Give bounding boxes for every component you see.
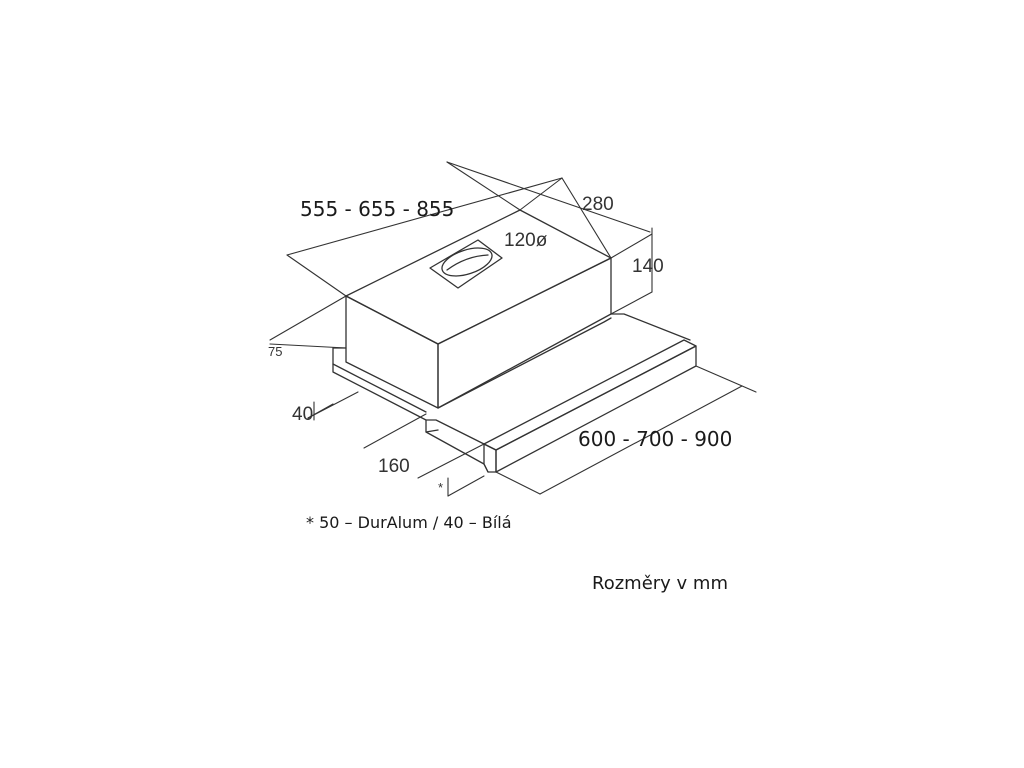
height-label: 140 xyxy=(632,256,664,277)
front-width-range-label: 600 - 700 - 900 xyxy=(578,427,732,451)
duct-inner-curve xyxy=(446,254,489,271)
duct-plate xyxy=(429,239,503,289)
tray-inner-edge xyxy=(437,317,612,409)
front-panel-end xyxy=(483,443,497,473)
duct-diameter-label: 120ø xyxy=(504,230,548,251)
duct-opening xyxy=(441,247,493,277)
tray-top-edge xyxy=(610,313,691,341)
units-caption: Rozměry v mm xyxy=(592,573,728,594)
panel-depth-label: 160 xyxy=(378,456,410,477)
depth-label: 280 xyxy=(582,194,614,215)
front-panel xyxy=(483,339,697,473)
width-range-label: 555 - 655 - 855 xyxy=(300,197,454,221)
left-slide-lip xyxy=(332,363,427,413)
hood-side-face xyxy=(437,257,612,409)
offset-75-label: 75 xyxy=(268,344,282,359)
front-panel-face xyxy=(495,345,697,473)
asterisk-label: * xyxy=(438,480,443,495)
tray-lower-edge xyxy=(425,431,489,473)
material-note: * 50 – DurAlum / 40 – Bílá xyxy=(306,513,512,532)
tray-bottom-edge xyxy=(425,419,485,445)
duct-outlet xyxy=(429,239,503,289)
left-slide-box xyxy=(332,347,439,433)
hood-front-face xyxy=(345,295,439,409)
dimension-lines xyxy=(269,161,757,497)
slide-height-label: 40 xyxy=(292,404,313,425)
